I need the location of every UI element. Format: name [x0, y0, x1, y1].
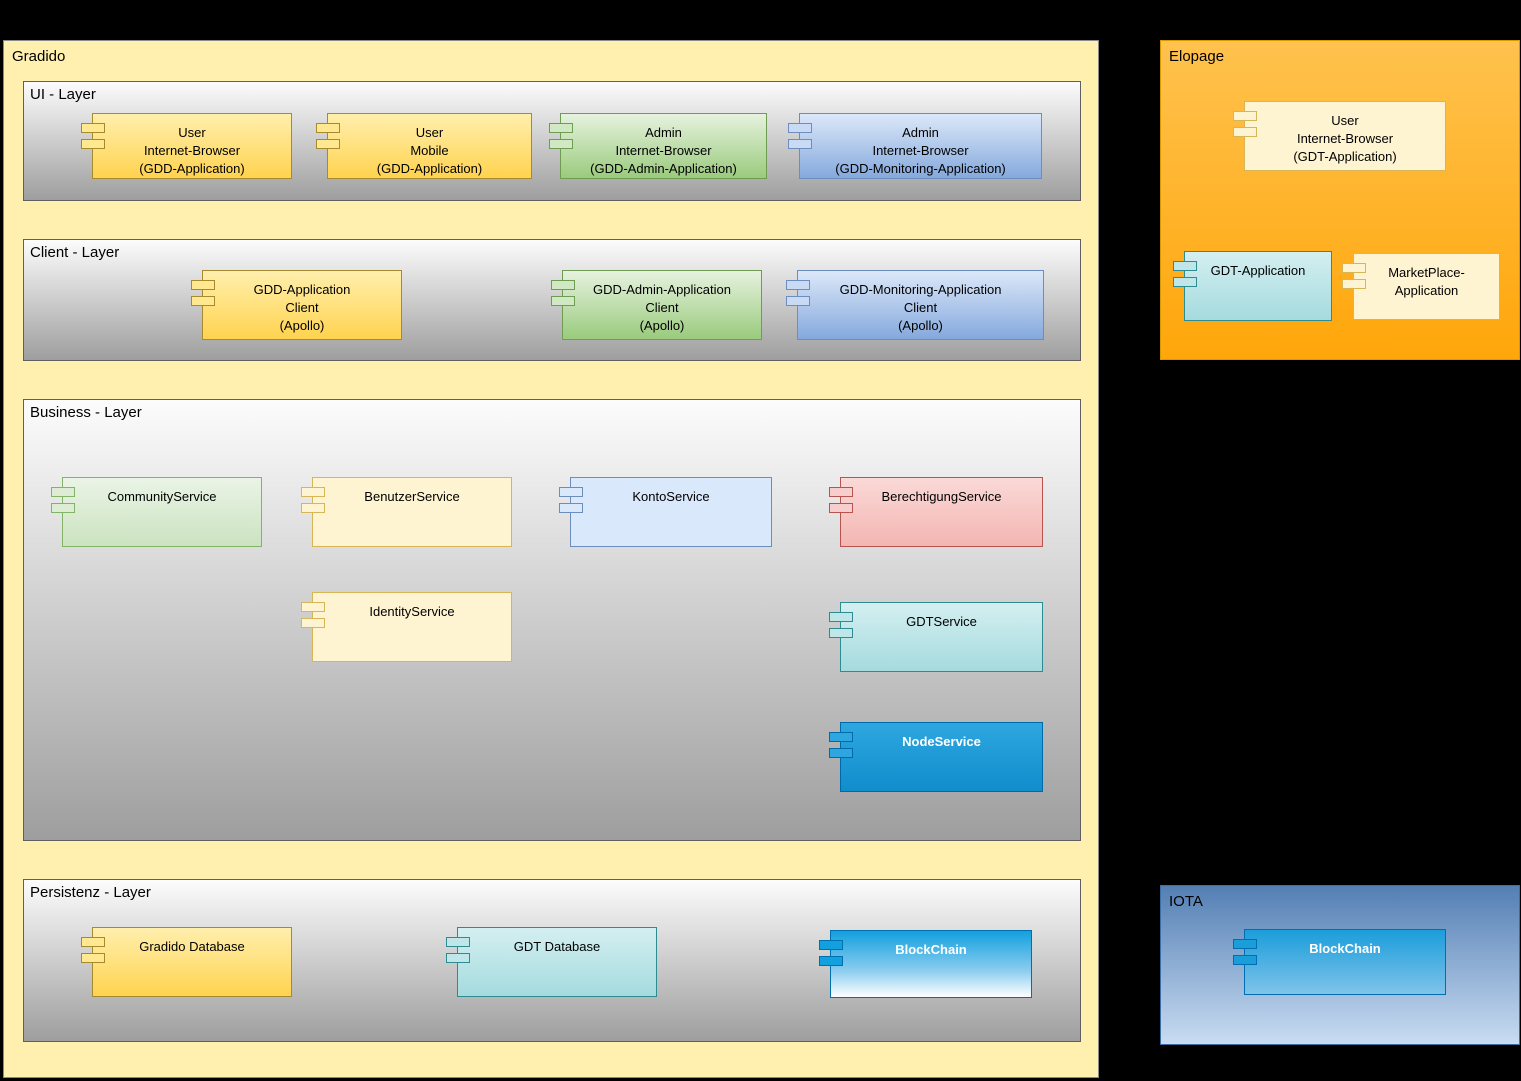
component-benutzerservice: BenutzerService [301, 477, 512, 547]
component-identityservice: IdentityService [301, 592, 512, 662]
uml-component-tab-icon [301, 618, 325, 628]
component-label: CommunityService [107, 489, 217, 504]
component-label: KontoService [632, 489, 710, 504]
persistenz-layer: Persistenz - Layer Gradido Database GDT … [23, 879, 1081, 1042]
component-user-internet-browser-gdd-application: User Internet-Browser (GDD-Application) [81, 113, 292, 179]
uml-component-tab-icon [549, 123, 573, 133]
component-label: BerechtigungService [881, 489, 1002, 504]
component-gradido-database: Gradido Database [81, 927, 292, 997]
elopage-container: Elopage User Internet-Browser (GDT-Appli… [1160, 40, 1520, 360]
component-gdd-admin-application-client: GDD-Admin-Application Client (Apollo) [551, 270, 762, 340]
iota-container: IOTA BlockChain [1160, 885, 1520, 1045]
uml-component-tab-icon [81, 123, 105, 133]
business-layer-title: Business - Layer [30, 404, 142, 421]
elopage-title: Elopage [1169, 48, 1225, 65]
uml-component-tab-icon [819, 956, 843, 966]
uml-component-tab-icon [1342, 279, 1366, 289]
component-user-mobile-gdd-application: User Mobile (GDD-Application) [316, 113, 532, 179]
component-marketplace-application: MarketPlace- Application [1342, 253, 1500, 320]
component-admin-internet-browser-gdd-admin-application: Admin Internet-Browser (GDD-Admin-Applic… [549, 113, 767, 179]
uml-component-tab-icon [1173, 277, 1197, 287]
uml-component-tab-icon [829, 503, 853, 513]
component-label: GDT-Application [1210, 263, 1306, 278]
gradido-title: Gradido [12, 48, 66, 65]
component-label: BlockChain [895, 942, 967, 957]
component-gdtservice: GDTService [829, 602, 1043, 672]
uml-component-tab-icon [316, 139, 340, 149]
uml-component-tab-icon [81, 953, 105, 963]
uml-component-tab-icon [819, 940, 843, 950]
component-label: Admin Internet-Browser (GDD-Admin-Applic… [590, 125, 737, 176]
uml-component-tab-icon [829, 628, 853, 638]
ui-layer-title: UI - Layer [30, 86, 96, 103]
component-berechtigungservice: BerechtigungService [829, 477, 1043, 547]
uml-component-tab-icon [549, 139, 573, 149]
component-label: User Internet-Browser (GDT-Application) [1293, 113, 1397, 164]
uml-component-tab-icon [301, 487, 325, 497]
uml-component-tab-icon [446, 953, 470, 963]
component-label: GDTService [906, 614, 977, 629]
uml-component-tab-icon [81, 139, 105, 149]
uml-component-tab-icon [446, 937, 470, 947]
component-label: User Internet-Browser (GDD-Application) [139, 125, 245, 176]
business-layer: Business - Layer CommunityService Benutz… [23, 399, 1081, 841]
component-user-internet-browser-gdt-application: User Internet-Browser (GDT-Application) [1233, 101, 1446, 171]
component-nodeservice: NodeService [829, 722, 1043, 792]
component-label: GDD-Admin-Application Client (Apollo) [593, 282, 731, 333]
uml-component-tab-icon [786, 280, 810, 290]
gradido-container: Gradido UI - Layer User Internet-Browser… [3, 40, 1099, 1078]
component-label: IdentityService [369, 604, 455, 619]
component-kontoservice: KontoService [559, 477, 772, 547]
component-admin-internet-browser-gdd-monitoring-application: Admin Internet-Browser (GDD-Monitoring-A… [788, 113, 1042, 179]
component-label: MarketPlace- Application [1388, 265, 1465, 298]
uml-component-tab-icon [559, 487, 583, 497]
client-layer: Client - Layer GDD-Application Client (A… [23, 239, 1081, 361]
uml-component-tab-icon [1173, 261, 1197, 271]
uml-component-tab-icon [829, 732, 853, 742]
uml-component-tab-icon [1233, 955, 1257, 965]
uml-component-tab-icon [301, 602, 325, 612]
component-label: Gradido Database [139, 939, 245, 954]
component-gdt-database: GDT Database [446, 927, 657, 997]
uml-component-tab-icon [551, 296, 575, 306]
component-gdt-application: GDT-Application [1173, 251, 1332, 321]
uml-component-tab-icon [81, 937, 105, 947]
uml-component-tab-icon [191, 280, 215, 290]
component-label: GDD-Monitoring-Application Client (Apoll… [839, 282, 1002, 333]
component-iota-blockchain: BlockChain [1233, 929, 1446, 995]
uml-component-tab-icon [829, 748, 853, 758]
iota-title: IOTA [1169, 893, 1203, 910]
uml-component-tab-icon [551, 280, 575, 290]
component-label: BlockChain [1309, 941, 1381, 956]
uml-component-tab-icon [559, 503, 583, 513]
uml-component-tab-icon [1233, 127, 1257, 137]
component-label: GDT Database [513, 939, 601, 954]
component-label: NodeService [902, 734, 981, 749]
uml-component-tab-icon [788, 123, 812, 133]
uml-component-tab-icon [51, 487, 75, 497]
uml-component-tab-icon [316, 123, 340, 133]
ui-layer: UI - Layer User Internet-Browser (GDD-Ap… [23, 81, 1081, 201]
uml-component-tab-icon [191, 296, 215, 306]
uml-component-tab-icon [829, 487, 853, 497]
uml-component-tab-icon [1342, 263, 1366, 273]
uml-component-tab-icon [786, 296, 810, 306]
component-label: User Mobile (GDD-Application) [376, 125, 483, 176]
uml-component-tab-icon [51, 503, 75, 513]
client-layer-title: Client - Layer [30, 244, 120, 261]
uml-component-tab-icon [829, 612, 853, 622]
uml-component-tab-icon [1233, 939, 1257, 949]
uml-component-tab-icon [301, 503, 325, 513]
component-label: BenutzerService [364, 489, 460, 504]
uml-component-tab-icon [788, 139, 812, 149]
component-gdd-monitoring-application-client: GDD-Monitoring-Application Client (Apoll… [786, 270, 1044, 340]
component-blockchain: BlockChain [819, 930, 1032, 998]
component-communityservice: CommunityService [51, 477, 262, 547]
component-gdd-application-client: GDD-Application Client (Apollo) [191, 270, 402, 340]
persistenz-layer-title: Persistenz - Layer [30, 884, 151, 901]
component-label: Admin Internet-Browser (GDD-Monitoring-A… [835, 125, 1006, 176]
uml-component-tab-icon [1233, 111, 1257, 121]
component-label: GDD-Application Client (Apollo) [253, 282, 351, 333]
